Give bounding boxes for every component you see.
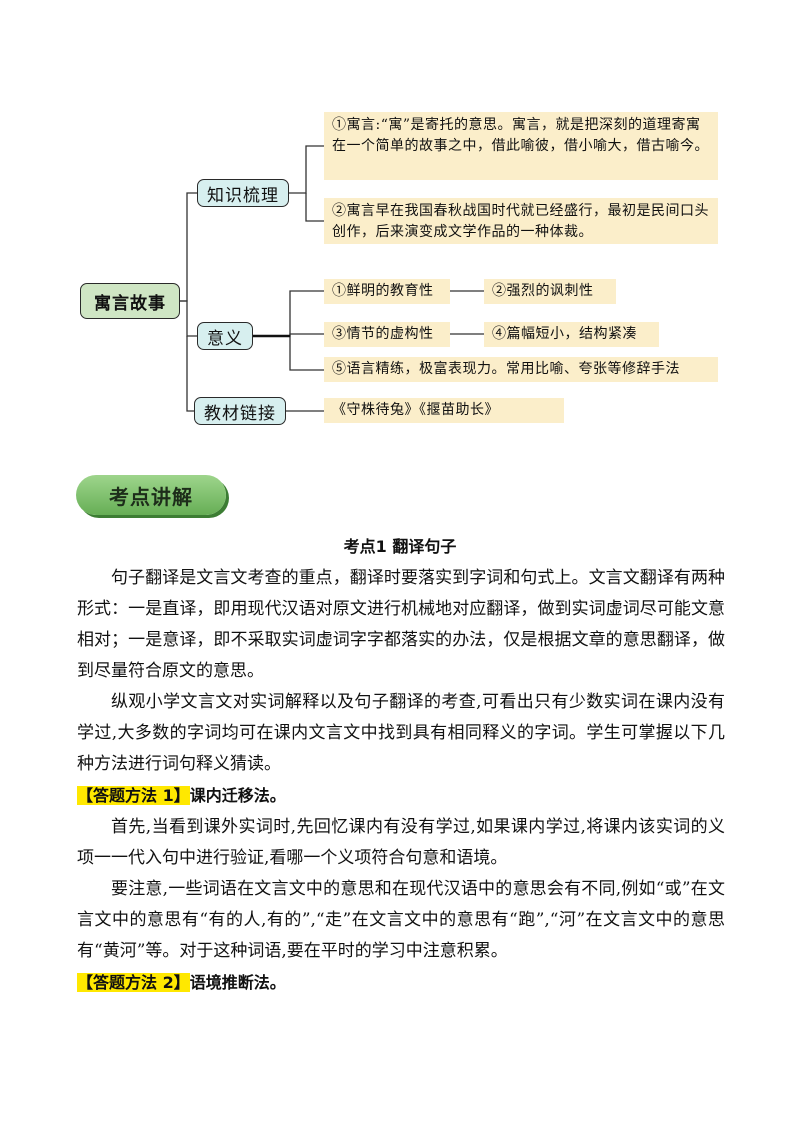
leaf-knowledge-2: ②寓言早在我国春秋战国时代就已经盛行，最初是民间口头创作，后来演变成文学作品的一… [324,198,718,244]
leaf-meaning-1: ①鲜明的教育性 [324,279,450,304]
leaf-meaning-5: ⑤语言精练，极富表现力。常用比喻、夸张等修辞手法 [324,357,718,382]
main-content: 句子翻译是文言文考查的重点，翻译时要落实到字词和句式上。文言文翻译有两种形式：一… [77,563,725,999]
leaf-meaning-3: ③情节的虚构性 [324,322,450,347]
section-title-badge: 考点讲解 [76,475,226,515]
method-name: 课内迁移法。 [189,786,286,805]
method-name: 语境推断法。 [189,973,286,992]
method-heading-1: 【答题方法 1】课内迁移法。 [77,780,725,812]
leaf-knowledge-1: ①寓言:“寓”是寄托的意思。寓言，就是把深刻的道理寄寓在一个简单的故事之中，借此… [324,112,718,180]
method-tag: 【答题方法 2】 [77,973,190,992]
paragraph: 纵观小学文言文对实词解释以及句子翻译的考查,可看出只有少数实词在课内没有学过,大… [77,692,725,774]
mind-map-root: 寓言故事 [80,283,180,319]
method-tag: 【答题方法 1】 [77,786,190,805]
leaf-meaning-4: ④篇幅短小，结构紧凑 [484,322,659,347]
method-heading-2: 【答题方法 2】语境推断法。 [77,967,725,999]
mind-map-connectors [180,145,484,412]
branch-meaning: 意义 [197,322,253,350]
leaf-textbook: 《守株待兔》《揠苗助长》 [324,398,564,423]
branch-knowledge: 知识梳理 [197,179,289,207]
paragraph: 首先,当看到课外实词时,先回忆课内有没有学过,如果课内学过,将课内该实词的义项一… [77,817,725,868]
branch-textbook: 教材链接 [194,397,286,425]
paragraph: 要注意,一些词语在文言文中的意思和在现代汉语中的意思会有不同,例如“或”在文言文… [77,879,725,961]
mind-map: 寓言故事 知识梳理 意义 教材链接 ①寓言:“寓”是寄托的意思。寓言，就是把深刻… [0,0,800,440]
point-title: 考点1 翻译句子 [343,537,457,556]
leaf-meaning-2: ②强烈的讽刺性 [484,279,616,304]
paragraph: 句子翻译是文言文考查的重点，翻译时要落实到字词和句式上。文言文翻译有两种形式：一… [77,568,725,681]
